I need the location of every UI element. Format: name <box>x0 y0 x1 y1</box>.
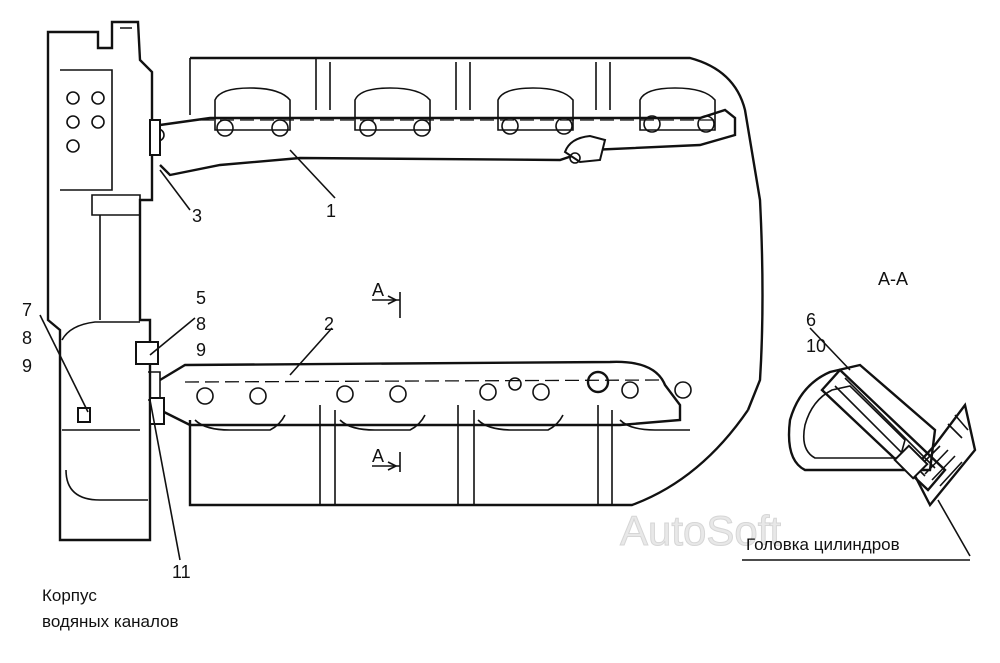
callout-9-right: 9 <box>196 340 206 360</box>
callout-9-left: 9 <box>22 356 32 376</box>
callout-8-right: 8 <box>196 314 206 334</box>
watermark: AutoSoft <box>620 507 781 554</box>
water-housing-label-line2: водяных каналов <box>42 612 179 631</box>
callout-5: 5 <box>196 288 206 308</box>
section-marker-a-bottom: A <box>372 446 401 472</box>
water-channel-housing <box>46 20 165 542</box>
section-a-a-detail: A-A <box>787 269 977 508</box>
callout-7: 7 <box>22 300 32 320</box>
section-letter-top: A <box>372 280 384 300</box>
callout-6: 6 <box>806 310 816 330</box>
leader-lines <box>39 149 971 561</box>
cylinder-head-label: Головка цилиндров <box>746 535 900 554</box>
callout-1: 1 <box>326 201 336 221</box>
section-marker-a-top: A <box>372 280 401 318</box>
section-letter-bottom: A <box>372 446 384 466</box>
callout-8-left: 8 <box>22 328 32 348</box>
callout-3: 3 <box>192 206 202 226</box>
callout-2: 2 <box>324 314 334 334</box>
water-housing-label-line1: Корпус <box>42 586 97 605</box>
callout-10: 10 <box>806 336 826 356</box>
section-title: A-A <box>878 269 908 289</box>
callout-11: 11 <box>172 562 191 582</box>
exhaust-manifold-2 <box>135 341 749 507</box>
exhaust-manifold-1 <box>159 56 764 411</box>
